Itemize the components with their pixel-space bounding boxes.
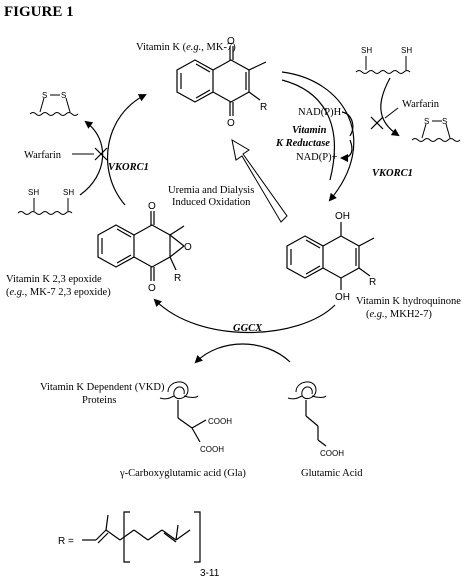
nadph-arc <box>341 111 354 137</box>
atom-r-epoxide: R <box>174 273 181 284</box>
epoxide-label-2: (e.g., MK-7 2,3 epoxide) <box>6 287 111 298</box>
r-definition-label: R = <box>58 536 74 547</box>
vitamin-k-label: Vitamin K (e.g., MK-7) <box>136 42 236 53</box>
uremia-label-2: Induced Oxidation <box>172 197 251 208</box>
arc-hydroquinone-to-epoxide <box>153 298 336 333</box>
vkd-label-2: Proteins <box>82 395 116 406</box>
inhibition-x-left <box>94 147 108 161</box>
figure-title: FIGURE 1 <box>4 4 74 20</box>
gla-residue: COOH COOH <box>159 381 232 454</box>
atom-sh-right-2: SH <box>401 46 412 55</box>
atom-s-right-1: S <box>424 117 429 126</box>
nadp-label: NAD(P)+ <box>296 152 338 163</box>
oxidized-vkorc1-left: S S <box>29 91 79 116</box>
atom-cooh-gla-2: COOH <box>200 445 224 454</box>
atom-s-right-2: S <box>442 117 447 126</box>
inhibition-x-right <box>370 116 384 130</box>
atom-sh-left-1: SH <box>28 188 39 197</box>
vkorc1-right-label: VKORC1 <box>372 168 413 179</box>
isoprenoid-side-chain <box>82 511 201 563</box>
atom-r-vitk: R <box>260 102 267 113</box>
vkd-label-1: Vitamin K Dependent (VKD) <box>40 382 165 393</box>
warfarin-line-right <box>384 107 399 119</box>
hydroquinone-label-2: (e.g., MKH2-7) <box>366 309 432 320</box>
atom-sh-right-1: SH <box>361 46 372 55</box>
atom-cooh-glu: COOH <box>320 449 344 458</box>
atom-o-epox-bottom: O <box>148 283 156 294</box>
arc-epoxide-to-vitk <box>106 94 147 206</box>
arrow-vkorc1-left <box>79 120 104 196</box>
vkorc1-left-label: VKORC1 <box>108 162 149 173</box>
hydroquinone-label-1: Vitamin K hydroquinone <box>356 296 461 307</box>
epoxide-label-1: Vitamin K 2,3 epoxide <box>6 274 102 285</box>
nadp-arc <box>340 139 353 162</box>
reduced-vkorc1-left: SH SH <box>17 188 74 215</box>
atom-o-epox-top: O <box>148 201 156 212</box>
atom-o-epoxide: O <box>184 242 192 253</box>
nadph-label: NAD(P)H <box>298 107 342 118</box>
arc-vitk-reductase <box>281 79 335 181</box>
oxidized-vkorc1-right: S S <box>411 117 461 142</box>
atom-cooh-gla-1: COOH <box>208 417 232 426</box>
atom-s-left-1: S <box>42 91 47 100</box>
vitamin-k-structure: Vitamin K (e.g., MK-7) O O R <box>136 36 267 129</box>
atom-sh-left-2: SH <box>63 188 74 197</box>
ggcx-label: GGCX <box>233 323 263 334</box>
uremia-label-1: Uremia and Dialysis <box>168 185 254 196</box>
atom-oh-top: OH <box>335 211 350 222</box>
atom-oh-bottom: OH <box>335 292 350 303</box>
reduced-vkorc1-right: SH SH <box>355 46 412 74</box>
atom-o-bottom: O <box>227 118 235 129</box>
hydroquinone-structure: OH OH R <box>286 211 376 303</box>
gla-label: γ-Carboxyglutamic acid (Gla) <box>119 468 246 479</box>
atom-r-hydroquinone: R <box>369 277 376 288</box>
warfarin-left-label: Warfarin <box>24 150 62 161</box>
glu-label: Glutamic Acid <box>301 468 363 479</box>
arrow-glu-to-gla <box>194 343 291 364</box>
atom-o-top: O <box>227 36 235 47</box>
atom-s-left-2: S <box>61 91 66 100</box>
epoxide-structure: O O O R <box>97 201 192 294</box>
uremia-oxidation-arrow <box>231 139 288 223</box>
arrow-vkorc1-right <box>380 77 400 137</box>
repeat-count: 3-11 <box>200 568 220 579</box>
vitamin-k-reductase-label-2: K Reductase <box>275 138 330 149</box>
glu-residue: COOH <box>287 381 344 458</box>
arc-vitk-to-hydroquinone <box>281 71 355 202</box>
warfarin-right-label: Warfarin <box>402 99 440 110</box>
vitamin-k-reductase-label-1: Vitamin <box>292 125 327 136</box>
